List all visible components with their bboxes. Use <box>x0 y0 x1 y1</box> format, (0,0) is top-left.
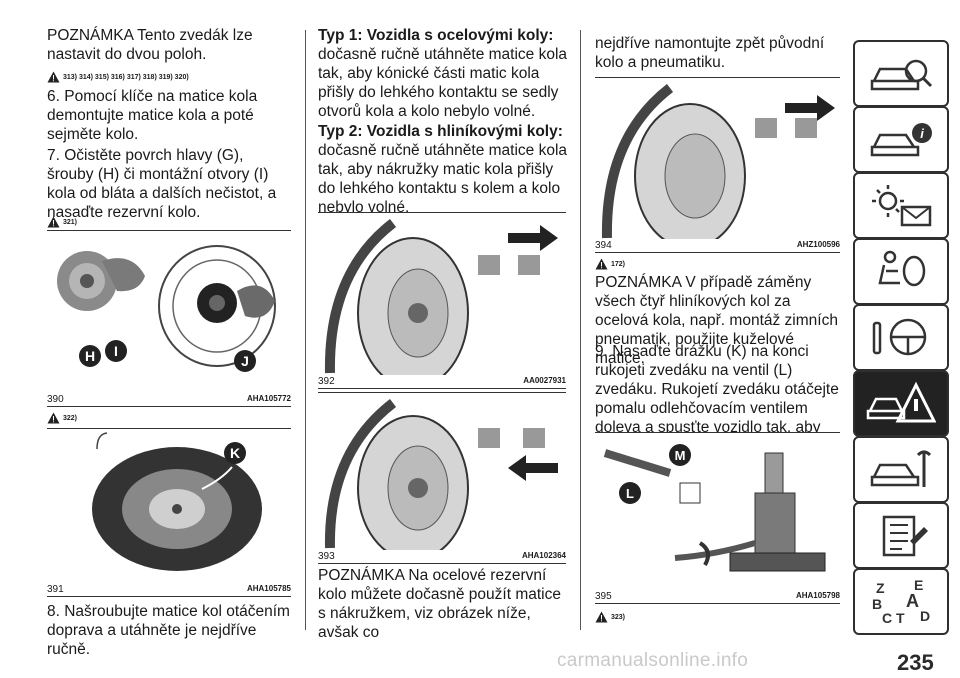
step-6: 6. Pomocí klíče na matice kola demontujt… <box>47 88 258 143</box>
column-divider <box>580 30 581 630</box>
steel-spare-nut-image <box>595 78 840 249</box>
spare-wheel-mounting-image: K <box>47 429 291 583</box>
figure-392: 392 AA0027931 <box>318 212 566 391</box>
tab-emergency[interactable] <box>853 370 949 437</box>
alphabet-index-icon: Z E B A C T D <box>872 577 930 626</box>
figure-code: AHA105772 <box>246 394 291 403</box>
figure-number: 393 <box>318 551 335 562</box>
figure-caption: 395 AHA105798 <box>595 591 840 604</box>
step-9: 9. Nasaďte drážku (K) na konci rukojeti … <box>595 343 839 455</box>
warning-refs: 172) <box>595 256 625 272</box>
callout-m: M <box>675 448 686 463</box>
figure-code: AHA105785 <box>246 584 291 593</box>
wheel-hub-cleaning-image: H I J <box>47 231 291 393</box>
warning-triangle-icon <box>47 412 60 424</box>
note-text: POZNÁMKA Tento zvedák lze nastavit do dv… <box>47 27 253 63</box>
tab-instruments[interactable]: i <box>853 106 949 173</box>
svg-text:A: A <box>906 591 919 611</box>
callout-h: H <box>85 348 95 364</box>
figure-395: M L 395 AHA105798 <box>595 432 840 606</box>
tab-car-overview[interactable] <box>853 40 949 107</box>
warning-lights-envelope-icon <box>872 185 932 227</box>
warning-refs: 321) <box>47 214 77 230</box>
seat-airbag-icon <box>878 250 926 287</box>
figure-390: H I J 390 AHA105772 <box>47 230 291 409</box>
figure-393: 393 AHA102364 <box>318 392 566 566</box>
type-1-text: dočasně ručně utáhněte matice kola tak, … <box>318 46 568 120</box>
warning-triangle-icon <box>47 71 60 83</box>
figure-391: K 391 AHA105785 <box>47 428 291 599</box>
figure-caption: 391 AHA105785 <box>47 584 291 597</box>
collar-nut-installation-image <box>318 393 566 561</box>
conical-nut-installation-image <box>318 213 566 389</box>
warning-triangle-icon <box>47 216 60 228</box>
warning-refs: 323) <box>595 609 625 625</box>
figure-number: 391 <box>47 584 64 595</box>
page-number: 235 <box>897 650 934 675</box>
specifications-list-icon <box>882 515 928 557</box>
step-7: 7. Očistěte povrch hlavy (G), šrouby (H)… <box>47 147 277 221</box>
svg-text:Z: Z <box>876 580 885 596</box>
warning-triangle-icon <box>595 611 608 623</box>
tab-technical-data[interactable] <box>853 502 949 569</box>
car-wrench-icon <box>870 450 932 487</box>
note-continued: nejdříve namontujte zpět původní kolo a … <box>595 35 825 71</box>
figure-code: AHA105798 <box>795 591 840 600</box>
car-breakdown-triangle-icon <box>866 381 936 423</box>
type-2-text: dočasně ručně utáhněte matice kola tak, … <box>318 142 568 216</box>
tab-maintenance[interactable] <box>853 436 949 503</box>
callout-j: J <box>241 353 249 369</box>
warning-refs: 322) <box>47 410 77 426</box>
warning-triangle-icon <box>595 258 608 270</box>
note-text: POZNÁMKA V případě záměny všech čtyř hli… <box>595 274 838 367</box>
svg-text:C: C <box>882 610 892 626</box>
car-magnifier-icon <box>870 59 933 91</box>
car-info-icon: i <box>870 123 932 157</box>
tab-safety[interactable] <box>853 238 949 305</box>
figure-code: AHA102364 <box>521 551 566 560</box>
figure-number: 392 <box>318 376 335 387</box>
callout-l: L <box>626 486 634 501</box>
heading-type-2: Typ 2: Vozidla s hliníkovými koly: <box>318 123 563 140</box>
figure-number: 394 <box>595 240 612 251</box>
figure-394: 394 AHZ100596 <box>595 77 840 255</box>
figure-caption: 390 AHA105772 <box>47 394 291 407</box>
figure-number: 395 <box>595 591 612 602</box>
figure-code: AA0027931 <box>523 376 566 385</box>
tab-starting-driving[interactable] <box>853 304 949 371</box>
note-text: POZNÁMKA Na ocelové rezervní kolo můžete… <box>318 567 561 641</box>
figure-number: 390 <box>47 394 64 405</box>
figure-caption: 392 AA0027931 <box>318 376 566 389</box>
watermark: carmanualsonline.info <box>557 650 749 671</box>
tab-index[interactable]: Z E B A C T D <box>853 568 949 635</box>
svg-text:T: T <box>896 610 905 626</box>
callout-i: I <box>114 343 118 359</box>
column-divider <box>305 30 306 630</box>
figure-code: AHZ100596 <box>796 240 840 249</box>
svg-text:E: E <box>914 577 923 593</box>
svg-text:D: D <box>920 608 930 624</box>
steering-wheel-key-icon <box>872 318 927 356</box>
warning-refs: 313) 314) 315) 316) 317) 318) 319) 320) <box>47 69 189 85</box>
jack-valve-image: M L <box>595 433 840 590</box>
tab-warning-lights[interactable] <box>853 172 949 239</box>
heading-type-1: Typ 1: Vozidla s ocelovými koly: <box>318 27 554 44</box>
callout-k: K <box>230 445 240 461</box>
svg-text:i: i <box>920 126 924 141</box>
step-8: 8. Našroubujte matice kol otáčením dopra… <box>47 603 290 658</box>
figure-caption: 393 AHA102364 <box>318 551 566 564</box>
figure-caption: 394 AHZ100596 <box>595 240 840 253</box>
svg-text:B: B <box>872 596 882 612</box>
